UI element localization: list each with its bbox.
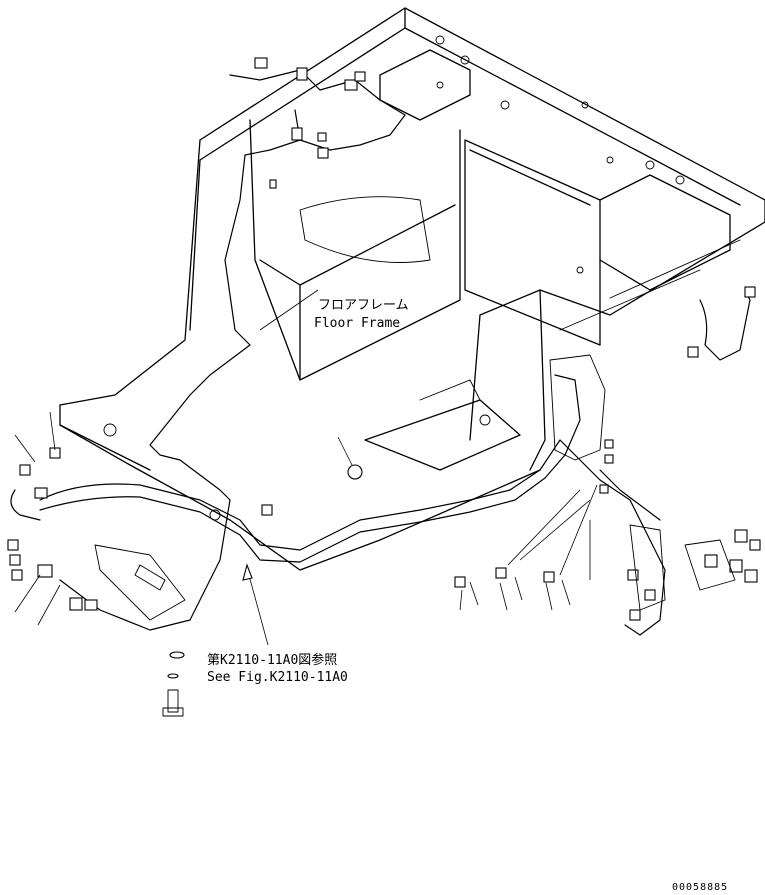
see-fig-jp-label: 第K2110-11A0図参照: [207, 652, 337, 668]
see-fig-en-label: See Fig.K2110-11A0: [207, 670, 348, 685]
connectors: [7, 57, 761, 717]
wiring-harness: [10, 69, 751, 636]
drawing-number: 00058885: [672, 882, 728, 893]
floor-frame: [59, 7, 765, 571]
floor-frame-jp-label: フロアフレーム: [318, 298, 409, 313]
floor-frame-en-label: Floor Frame: [314, 316, 400, 331]
leader-lines: [14, 289, 598, 646]
